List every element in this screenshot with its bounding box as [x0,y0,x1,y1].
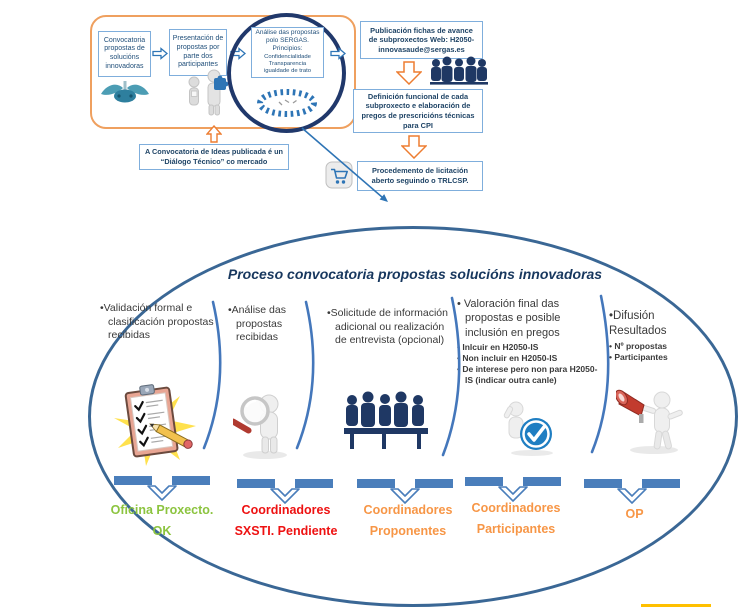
meeting-silhouette-image [344,391,428,449]
owner-label-proponentes: Coordinadores Proponentes [363,503,453,539]
principle-item: igualdade de trato [263,68,312,75]
down-arrow-icon [401,135,427,159]
magnifier-figure-image [233,394,287,459]
flow-box-label: Presentación de propostas por parte dos … [172,35,224,69]
box-definicion-funcional: Definición funcional de cada subproxecto… [353,89,483,133]
up-arrow-icon [206,125,222,143]
step-3-text: •Solicitude de información adicional ou … [327,307,448,347]
step-5-block: •Difusión Resultados • Nº propostas • Pa… [609,309,704,363]
highlight-circle [227,13,346,133]
principle-item: Confidencialidade [264,53,311,60]
flow-box-label: Convocatoria propostas de solucións inno… [103,36,146,70]
step-4-subbullet: • Inlcuir en H2050-IS [457,341,539,352]
step-1-text: •Validación formal e clasificación propo… [100,302,214,342]
audience-silhouette-image [430,56,488,85]
owner-label-oficina: Oficina Proxecto. OK [110,503,214,539]
right-arrow-icon [330,47,346,60]
step-2-text: •Análise das propostas recibidas [228,304,286,344]
box-publicacion-fichas: Publicación fichas de avance de subproxe… [360,21,483,59]
step-4-block: • Valoración final das propostas e posib… [457,297,604,386]
note-label: A Convocatoria de Ideas publicada é un “… [145,147,283,166]
owner-label-op: OP [625,507,644,521]
step-bar-arrow [357,479,453,504]
step-5-text: •Difusión Resultados [609,310,667,337]
box-label: Publicación fichas de avance de subproxe… [368,25,475,54]
step-bar-arrow [114,476,210,501]
step-4-subbullet: • De interese pero non para H2050-IS (in… [457,363,598,386]
process-title: Proceso convocatoria propostas solucións… [227,266,603,282]
principle-item: Transparencia [268,61,307,68]
connector-arrow [301,127,388,202]
flow-box-analise: Análise das propostas polo SERGAS. Princ… [251,27,324,78]
owner-label-sxsti: Coordinadores SXSTI. Pendiente [234,503,338,539]
right-arrow-icon [152,47,168,60]
collaboration-image [101,81,149,103]
box-label: Definición funcional de cada subproxecto… [361,91,475,130]
box-procedemento-licitacion: Procedemento de licitación aberto seguin… [357,161,483,191]
owner-label-participantes: Coordinadores Participantes [471,501,561,537]
step-5-subbullet: • Nº propostas [609,340,668,351]
yellow-marker [641,604,711,607]
top-flow-container [90,15,356,129]
people-circle-image [257,89,317,117]
step-5-subbullet: • Participantes [609,351,668,362]
step-4-text: • Valoración final das propostas e posib… [457,298,561,339]
step-4-subbullet: • Non incluir en H2050-IS [457,352,558,363]
box-label: Procedemento de licitación aberto seguin… [371,166,469,185]
flow-box-presentacion: Presentación de propostas por parte dos … [169,29,227,76]
flow-box-convocatoria: Convocatoria propostas de solucións inno… [98,31,151,77]
down-arrow-icon [396,61,422,85]
shopping-cart-icon [325,161,353,189]
puzzle-people-image [188,69,228,116]
step-bar-arrow [584,479,680,504]
flow-box-label: Análise das propostas polo SERGAS. Princ… [255,29,320,52]
note-dialogo-tecnico: A Convocatoria de Ideas publicada é un “… [139,144,289,170]
approval-check-image [503,401,553,456]
step-bar-arrow [237,479,333,504]
checklist-clipboard-image [114,384,196,466]
megaphone-figure-image [616,389,683,454]
step-bar-arrow [465,477,561,502]
